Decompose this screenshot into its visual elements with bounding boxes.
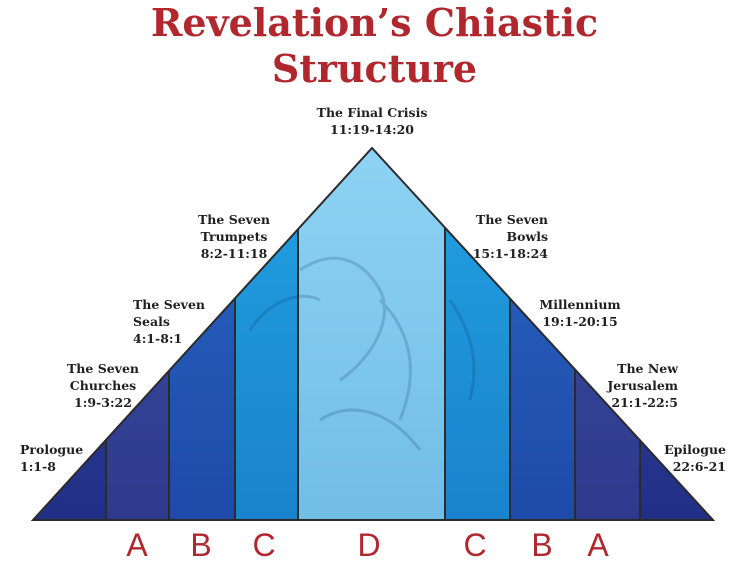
label-millennium-ref: 19:1-20:15: [542, 314, 618, 329]
label-churches-name-2: Churches: [69, 378, 137, 393]
label-crisis: The Final Crisis 11:19-14:20: [312, 104, 432, 138]
band-jerusalem: [575, 148, 640, 520]
title-line-2: Structure: [271, 46, 478, 91]
label-crisis-ref: 11:19-14:20: [330, 122, 414, 137]
label-trumpets-ref: 8:2-11:18: [200, 246, 268, 261]
label-epilogue-ref: 22:6-21: [672, 459, 726, 474]
label-bowls: The Seven Bowls 15:1-18:24: [460, 211, 548, 262]
letter-b-right: B: [531, 527, 553, 563]
letter-a-right: A: [587, 527, 609, 563]
label-epilogue: Epilogue 22:6-21: [650, 441, 726, 475]
label-jerusalem-name-2: Jerusalem: [607, 378, 678, 393]
letter-b-left: B: [190, 527, 212, 563]
label-prologue-name: Prologue: [20, 442, 84, 457]
label-trumpets-name-1: The Seven: [198, 212, 270, 227]
label-churches-ref: 1:9-3:22: [74, 395, 132, 410]
label-bowls-name-1: The Seven: [476, 212, 548, 227]
label-millennium-name: Millennium: [539, 297, 621, 312]
label-jerusalem: The New Jerusalem 21:1-22:5: [590, 360, 678, 411]
label-prologue-ref: 1:1-8: [20, 459, 56, 474]
label-seals: The Seven Seals 4:1-8:1: [133, 296, 205, 347]
band-crisis: [298, 148, 445, 520]
label-seals-ref: 4:1-8:1: [133, 331, 183, 346]
letter-c-right: C: [463, 527, 487, 563]
band-bowls: [445, 148, 510, 520]
label-jerusalem-ref: 21:1-22:5: [611, 395, 678, 410]
label-seals-name-1: The Seven: [133, 297, 205, 312]
label-churches: The Seven Churches 1:9-3:22: [60, 360, 146, 411]
label-bowls-name-2: Bowls: [506, 229, 548, 244]
title-line-1: Revelation’s Chiastic: [150, 0, 599, 45]
label-seals-name-2: Seals: [133, 314, 170, 329]
label-jerusalem-name-1: The New: [617, 361, 678, 376]
letter-a-left: A: [126, 527, 148, 563]
label-churches-name-1: The Seven: [67, 361, 139, 376]
pyramid-outline: [30, 146, 716, 521]
label-epilogue-name: Epilogue: [664, 442, 726, 457]
letter-c-left: C: [252, 527, 276, 563]
label-trumpets-name-2: Trumpets: [200, 229, 268, 244]
label-bowls-ref: 15:1-18:24: [472, 246, 548, 261]
label-trumpets: The Seven Trumpets 8:2-11:18: [188, 211, 280, 262]
label-crisis-name: The Final Crisis: [316, 105, 428, 120]
band-millennium: [510, 148, 575, 520]
label-prologue: Prologue 1:1-8: [20, 441, 83, 475]
letter-d: D: [357, 527, 381, 563]
band-trumpets: [235, 148, 298, 520]
label-millennium: Millennium 19:1-20:15: [530, 296, 630, 330]
